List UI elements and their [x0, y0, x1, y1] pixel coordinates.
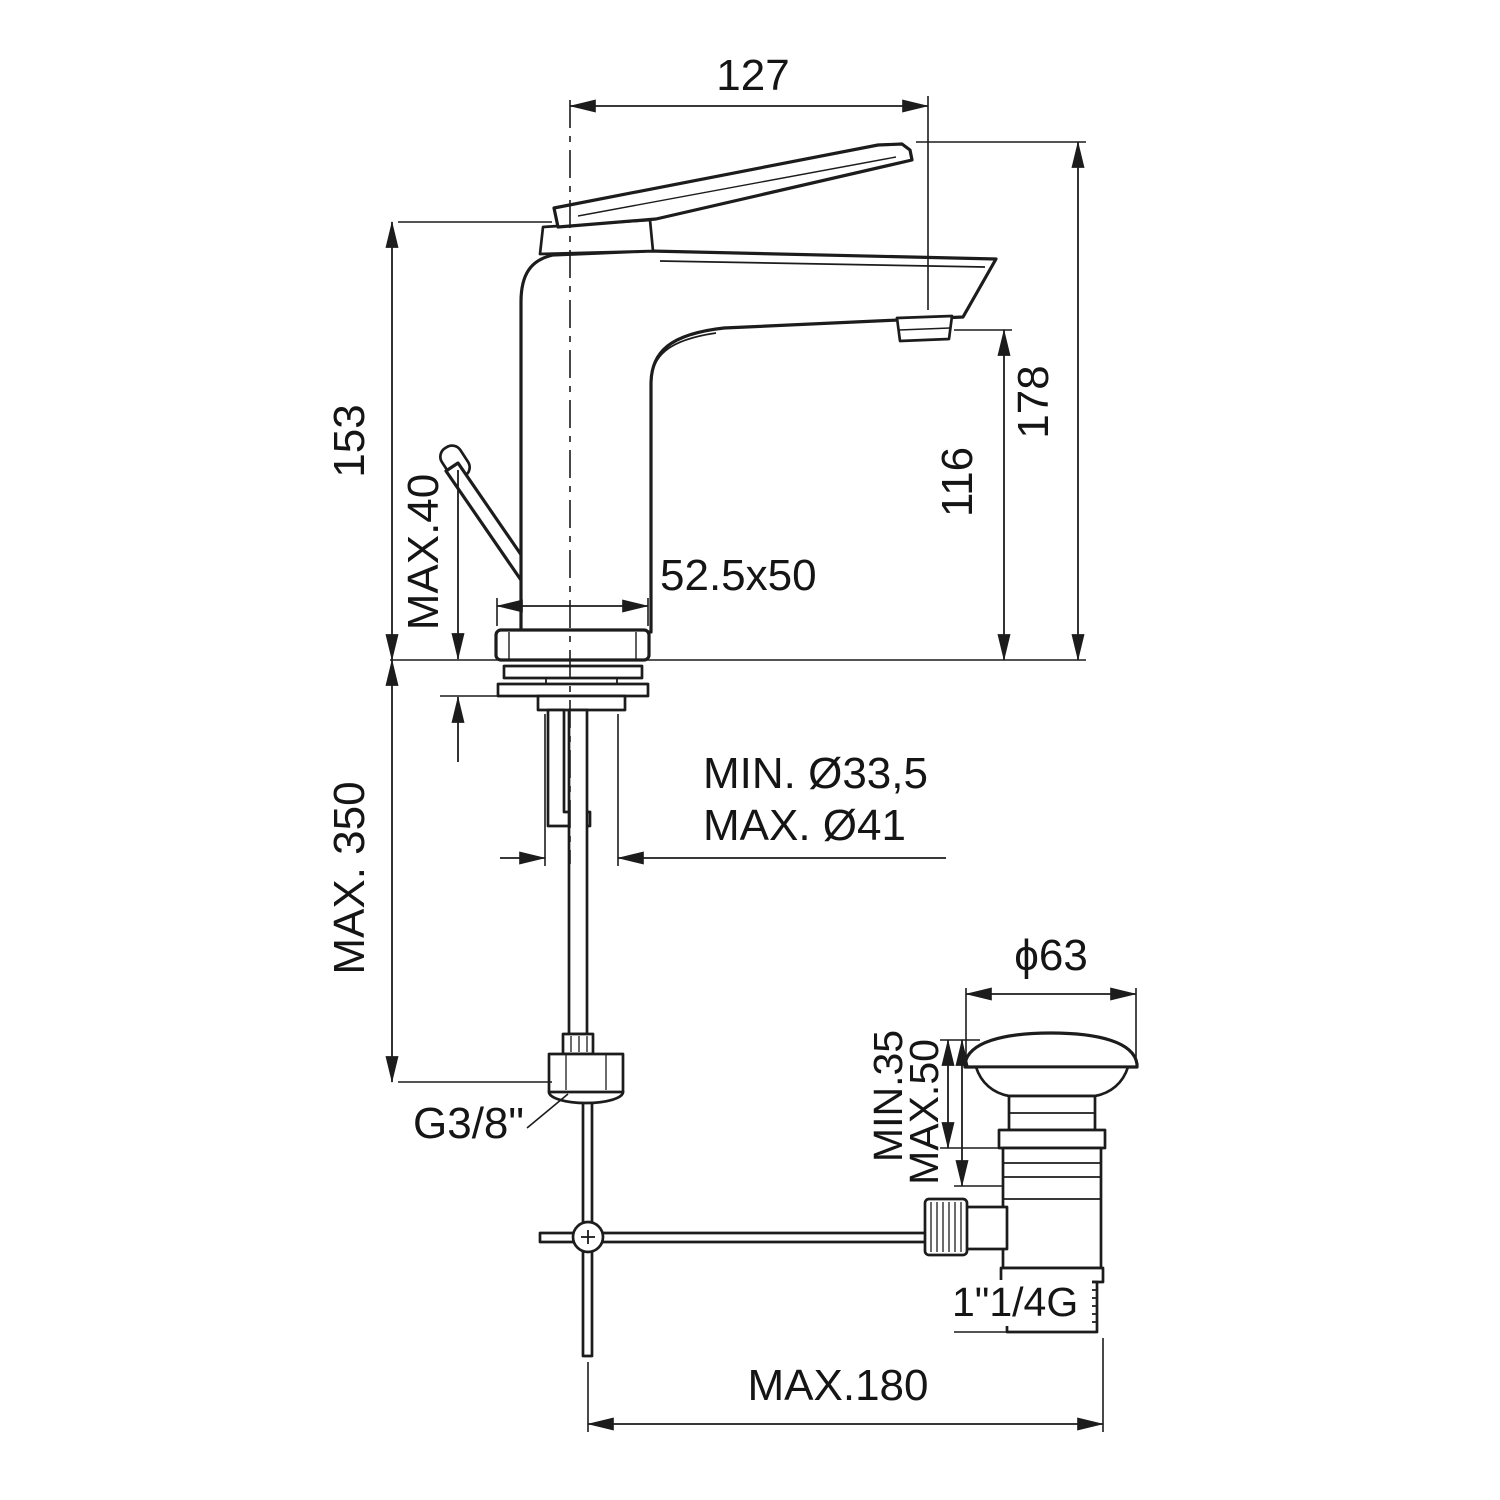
dim-base-footprint: 52.5x50 [496, 551, 817, 626]
dim-hole-max-label: MAX. Ø41 [703, 801, 906, 850]
label-waste-thread: 1"1/4G [944, 1279, 1092, 1333]
dim-height-to-deck: 153 [325, 221, 552, 661]
rod-reach-label: MAX.180 [748, 1361, 929, 1410]
supply-nut [547, 1052, 625, 1094]
spout-top-detail-line [659, 260, 986, 268]
under-deck-mounting [496, 664, 650, 1358]
waste-body [1001, 1146, 1103, 1270]
base-escutcheon [494, 628, 651, 662]
clamp-washer [502, 664, 644, 680]
shank-nut [536, 694, 627, 712]
hose-crimp [561, 1032, 595, 1056]
dim-deck-thickness-label: MAX.40 [399, 474, 448, 631]
dim-hose-length: MAX. 350 [325, 659, 552, 1083]
dim-deck-thickness: MAX.40 [399, 470, 497, 762]
dim-outlet-height: 116 [933, 329, 1012, 661]
body-curve-detail-line [650, 332, 717, 385]
dim-base-footprint-label: 52.5x50 [660, 551, 817, 600]
dim-spout-projection: 127 [569, 51, 929, 310]
dim-hole-min-label: MIN. Ø33,5 [703, 749, 928, 798]
clamp-plate [496, 682, 650, 698]
rod-side-port [963, 1205, 1009, 1251]
aerator-seam-line [898, 327, 951, 331]
leader-line [526, 1093, 569, 1129]
supply-hose [567, 708, 589, 1036]
dim-spout-projection-label: 127 [716, 51, 789, 100]
dim-outlet-height-label: 116 [933, 447, 982, 517]
waste-cap-dome [963, 1031, 1139, 1069]
dim-waste-cap-diameter: ϕ63 [965, 931, 1137, 1058]
supply-thread-label: G3/8" [413, 1099, 524, 1148]
dim-rod-reach: MAX.180 [587, 1338, 1104, 1432]
waste-thread-label: 1"1/4G [952, 1279, 1078, 1325]
dim-total-height-label: 178 [1009, 365, 1058, 438]
mounting-bracket [546, 708, 592, 828]
waste-max-height-label: MAX.50 [901, 1039, 947, 1185]
waste-collar [997, 1128, 1107, 1150]
dim-total-height: 178 [916, 141, 1086, 661]
waste-cap-skirt [974, 1065, 1130, 1098]
label-mask [944, 1280, 1092, 1326]
handle-lever [552, 142, 914, 229]
handle-detail-line [577, 156, 897, 217]
waste-cap-diameter-label: ϕ63 [1014, 931, 1088, 980]
dim-height-to-deck-label: 153 [325, 404, 374, 477]
dim-hose-length-label: MAX. 350 [325, 781, 374, 974]
label-supply-thread: G3/8" [413, 1093, 569, 1148]
pop-up-linkage [538, 1220, 935, 1254]
rod-knurled-nut [923, 1197, 969, 1257]
waste-min-height-label: MIN.35 [865, 1030, 911, 1162]
dim-waste-height-range: MIN.35 MAX.50 [865, 1030, 1003, 1187]
faucet-body [494, 142, 998, 662]
dim-hole-diameter: MIN. Ø33,5 MAX. Ø41 [500, 714, 946, 866]
